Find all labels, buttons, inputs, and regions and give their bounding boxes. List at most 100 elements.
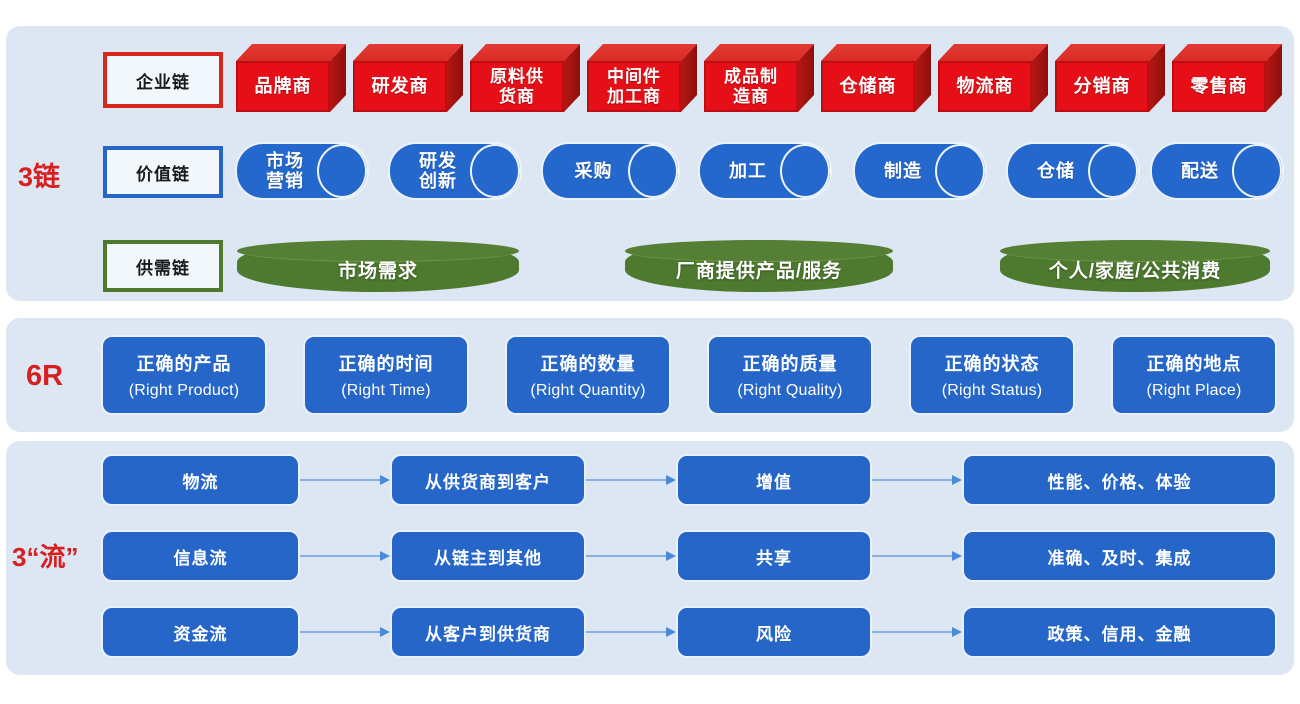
cylinder-label: 加工 [729, 160, 767, 181]
supply-demand-disk[interactable]: 市场需求 [237, 240, 519, 292]
flow-arrow [300, 551, 390, 561]
value-node-cylinder[interactable]: 加工 [700, 144, 830, 198]
six-r-card-cn: 正确的质量 [742, 354, 838, 374]
cylinder-label: 仓储 [1037, 160, 1075, 181]
key-value-chain: 价值链 [103, 146, 223, 198]
flow-name-box[interactable]: 物流 [103, 456, 298, 504]
enterprise-node-box[interactable]: 原料供货商 [470, 44, 580, 112]
value-node-cylinder[interactable]: 采购 [543, 144, 678, 198]
six-r-card[interactable]: 正确的质量 (Right Quality) [709, 337, 871, 413]
arrow-shaft [872, 631, 953, 633]
enterprise-node-box[interactable]: 成品制造商 [704, 44, 814, 112]
flow-arrow [300, 475, 390, 485]
disk-label: 厂商提供产品/服务 [675, 261, 843, 282]
six-r-card-en: (Right Place) [1146, 382, 1242, 399]
six-r-card[interactable]: 正确的状态 (Right Status) [911, 337, 1073, 413]
flow-direction-box[interactable]: 从客户到供货商 [392, 608, 584, 656]
six-r-card-en: (Right Quantity) [530, 382, 646, 399]
arrow-shaft [586, 555, 667, 557]
value-node-cylinder[interactable]: 市场营销 [237, 144, 367, 198]
disk-top-ellipse [625, 240, 893, 262]
group-label-three-flows: 3“流” [12, 542, 79, 572]
box-side-face [1266, 44, 1282, 112]
six-r-card[interactable]: 正确的数量 (Right Quantity) [507, 337, 669, 413]
six-r-card[interactable]: 正确的地点 (Right Place) [1113, 337, 1275, 413]
flow-arrow [586, 475, 676, 485]
six-r-card-en: (Right Time) [341, 382, 431, 399]
arrow-head-icon [952, 627, 962, 637]
six-r-card-cn: 正确的产品 [136, 354, 232, 374]
six-r-card[interactable]: 正确的产品 (Right Product) [103, 337, 265, 413]
arrow-shaft [586, 631, 667, 633]
box-front-face: 研发商 [353, 61, 447, 112]
value-node-cylinder[interactable]: 仓储 [1008, 144, 1138, 198]
box-top-face [704, 44, 814, 61]
group-label-three-chains: 3链 [18, 162, 61, 192]
enterprise-node-box[interactable]: 中间件加工商 [587, 44, 697, 112]
disk-label: 市场需求 [337, 261, 418, 282]
cylinder-cap [1088, 144, 1138, 198]
supply-demand-disk[interactable]: 厂商提供产品/服务 [625, 240, 893, 292]
enterprise-node-box[interactable]: 仓储商 [821, 44, 931, 112]
box-side-face [564, 44, 580, 112]
enterprise-node-box[interactable]: 品牌商 [236, 44, 346, 112]
disk-label: 个人/家庭/公共消费 [1048, 261, 1222, 282]
group-label-six-r: 6R [26, 360, 64, 392]
arrow-shaft [300, 631, 381, 633]
enterprise-node-box[interactable]: 零售商 [1172, 44, 1282, 112]
box-front-face: 物流商 [938, 61, 1032, 112]
arrow-head-icon [380, 551, 390, 561]
box-front-face: 中间件加工商 [587, 61, 681, 112]
box-front-face: 仓储商 [821, 61, 915, 112]
arrow-head-icon [952, 551, 962, 561]
flow-name-box[interactable]: 信息流 [103, 532, 298, 580]
arrow-shaft [586, 479, 667, 481]
box-side-face [915, 44, 931, 112]
box-front-face: 零售商 [1172, 61, 1266, 112]
six-r-card-en: (Right Product) [128, 382, 240, 399]
six-r-card-cn: 正确的时间 [338, 354, 434, 374]
flow-attributes-box[interactable]: 性能、价格、体验 [964, 456, 1275, 504]
supply-demand-disk[interactable]: 个人/家庭/公共消费 [1000, 240, 1270, 292]
cylinder-label: 采购 [574, 160, 613, 181]
value-node-cylinder[interactable]: 制造 [855, 144, 985, 198]
value-node-cylinder[interactable]: 配送 [1152, 144, 1282, 198]
box-top-face [1172, 44, 1282, 61]
box-top-face [353, 44, 463, 61]
cylinder-label: 配送 [1181, 160, 1219, 181]
flow-effect-box[interactable]: 增值 [678, 456, 870, 504]
arrow-shaft [872, 555, 953, 557]
flow-attributes-box[interactable]: 政策、信用、金融 [964, 608, 1275, 656]
enterprise-node-box[interactable]: 分销商 [1055, 44, 1165, 112]
box-side-face [1032, 44, 1048, 112]
enterprise-node-box[interactable]: 研发商 [353, 44, 463, 112]
flow-name-box[interactable]: 资金流 [103, 608, 298, 656]
box-top-face [236, 44, 346, 61]
value-node-cylinder[interactable]: 研发创新 [390, 144, 520, 198]
cylinder-cap [628, 144, 678, 198]
cylinder-cap [780, 144, 830, 198]
flow-direction-box[interactable]: 从链主到其他 [392, 532, 584, 580]
arrow-head-icon [666, 551, 676, 561]
arrow-shaft [300, 555, 381, 557]
arrow-shaft [300, 479, 381, 481]
flow-attributes-box[interactable]: 准确、及时、集成 [964, 532, 1275, 580]
box-front-face: 品牌商 [236, 61, 330, 112]
arrow-shaft [872, 479, 953, 481]
flow-arrow [300, 627, 390, 637]
flow-effect-box[interactable]: 风险 [678, 608, 870, 656]
disk-top-ellipse [1000, 240, 1270, 262]
flow-arrow [586, 551, 676, 561]
enterprise-node-box[interactable]: 物流商 [938, 44, 1048, 112]
arrow-head-icon [380, 627, 390, 637]
flow-direction-box[interactable]: 从供货商到客户 [392, 456, 584, 504]
six-r-card[interactable]: 正确的时间 (Right Time) [305, 337, 467, 413]
box-side-face [447, 44, 463, 112]
box-top-face [1055, 44, 1165, 61]
flow-arrow [872, 551, 962, 561]
six-r-card-cn: 正确的地点 [1146, 354, 1242, 374]
flow-effect-box[interactable]: 共享 [678, 532, 870, 580]
key-supply-demand-chain: 供需链 [103, 240, 223, 292]
cylinder-label: 研发创新 [419, 150, 457, 191]
